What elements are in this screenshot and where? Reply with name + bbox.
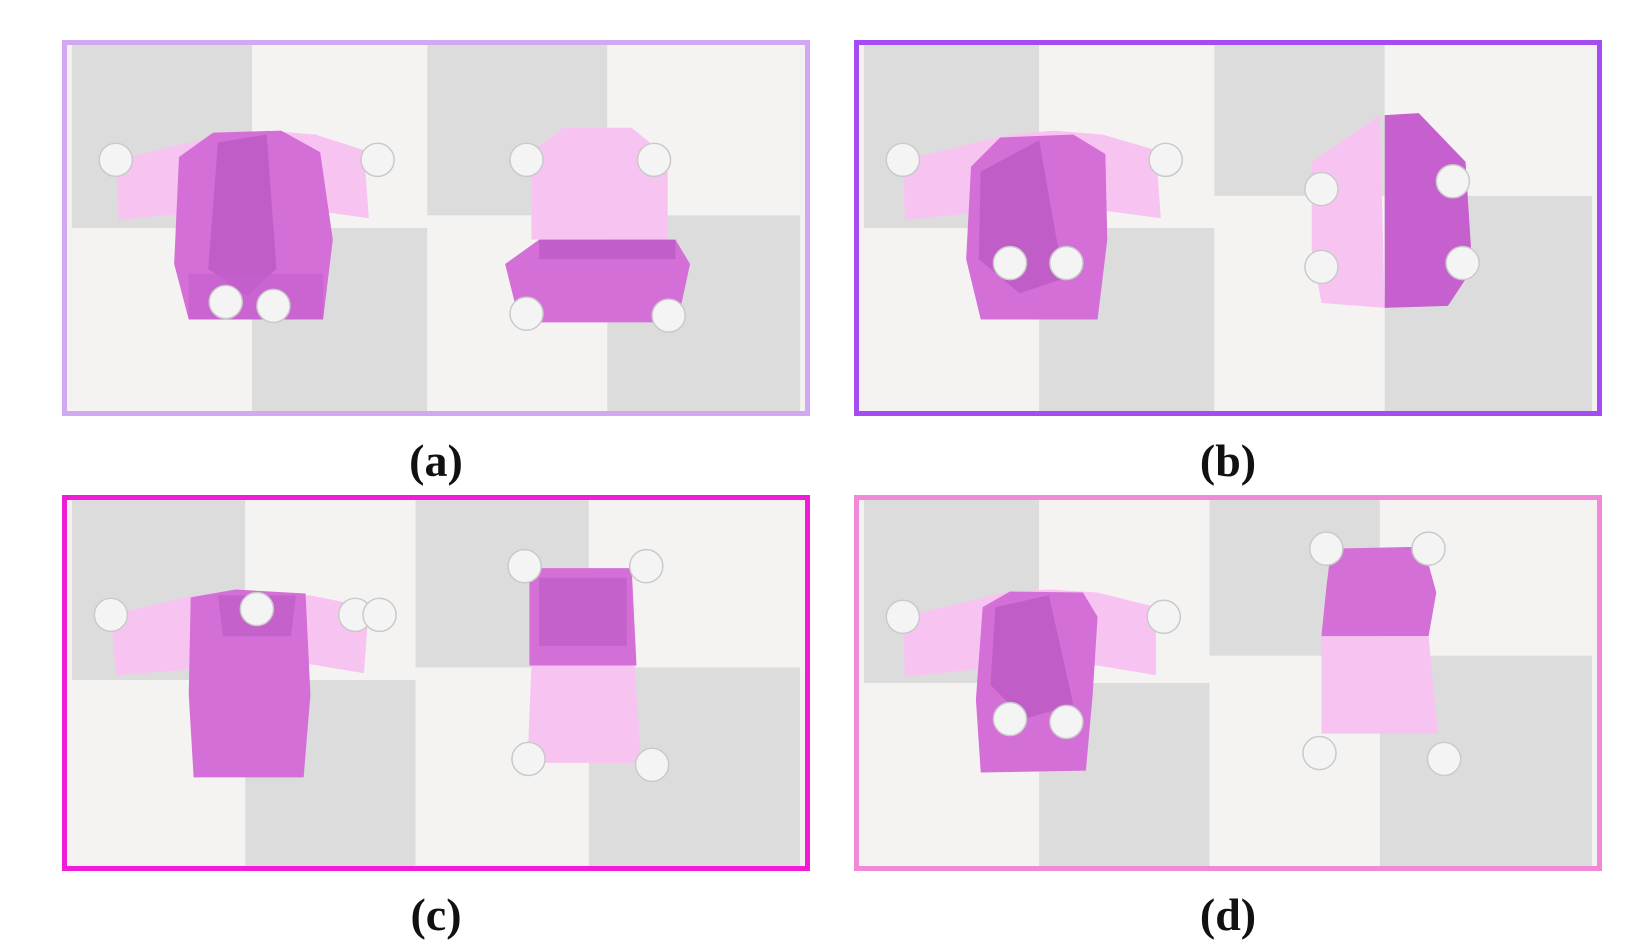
caption-b: (b) bbox=[1199, 435, 1257, 486]
gripper-ball bbox=[362, 597, 397, 633]
shirt-folded-bottom bbox=[527, 665, 642, 763]
shirt-folded-bottom bbox=[505, 239, 691, 323]
gripper-ball bbox=[628, 548, 664, 584]
gripper-ball bbox=[360, 142, 395, 178]
gripper-ball bbox=[1309, 531, 1344, 566]
gripper-ball bbox=[992, 245, 1028, 281]
gripper-ball bbox=[239, 591, 275, 627]
gripper-ball bbox=[636, 142, 672, 178]
scene-d bbox=[863, 500, 1593, 866]
scene-c bbox=[71, 500, 801, 866]
gripper-ball bbox=[1411, 531, 1446, 566]
gripper-ball bbox=[509, 142, 544, 178]
gripper-ball bbox=[885, 599, 921, 635]
scene-b bbox=[863, 45, 1593, 411]
shirt-folded-top bbox=[529, 568, 637, 666]
panel-a bbox=[62, 40, 810, 416]
gripper-ball bbox=[1426, 741, 1462, 777]
caption-d: (d) bbox=[1199, 889, 1257, 940]
gripper-ball bbox=[1304, 171, 1339, 207]
caption-c: (c) bbox=[410, 889, 462, 940]
gripper-ball bbox=[1304, 249, 1339, 285]
gripper-ball bbox=[208, 284, 244, 320]
shirt-folded-bottom bbox=[1321, 636, 1439, 734]
gripper-ball bbox=[1049, 704, 1084, 740]
gripper-ball bbox=[1435, 163, 1471, 199]
shirt-fold bbox=[208, 134, 277, 297]
shirt-folded-shadow bbox=[539, 239, 676, 260]
gripper-ball bbox=[1146, 599, 1182, 635]
gripper-ball bbox=[634, 747, 670, 783]
shirt-folded-fold bbox=[539, 577, 627, 647]
gripper-ball bbox=[1148, 142, 1183, 178]
gripper-ball bbox=[511, 741, 546, 777]
gripper-ball bbox=[256, 288, 291, 324]
caption-a: (a) bbox=[409, 435, 463, 486]
gripper-ball bbox=[509, 296, 544, 331]
shirt-folded-top bbox=[531, 127, 668, 240]
scene-a bbox=[71, 45, 801, 411]
panel-d bbox=[854, 495, 1602, 871]
gripper-ball bbox=[98, 142, 134, 178]
shirt-hem bbox=[188, 273, 324, 320]
shirt-body bbox=[188, 589, 311, 778]
gripper-ball bbox=[651, 298, 686, 333]
shirt-folded-top bbox=[1321, 546, 1437, 637]
gripper-ball bbox=[507, 548, 542, 584]
panel-c bbox=[62, 495, 810, 871]
gripper-ball bbox=[1302, 735, 1337, 771]
gripper-ball bbox=[992, 701, 1028, 737]
gripper-ball bbox=[1049, 245, 1084, 281]
gripper-ball bbox=[1445, 245, 1480, 281]
gripper-ball bbox=[885, 142, 921, 178]
gripper-ball bbox=[93, 597, 129, 633]
shirt-fold bbox=[990, 595, 1074, 720]
panel-b bbox=[854, 40, 1602, 416]
